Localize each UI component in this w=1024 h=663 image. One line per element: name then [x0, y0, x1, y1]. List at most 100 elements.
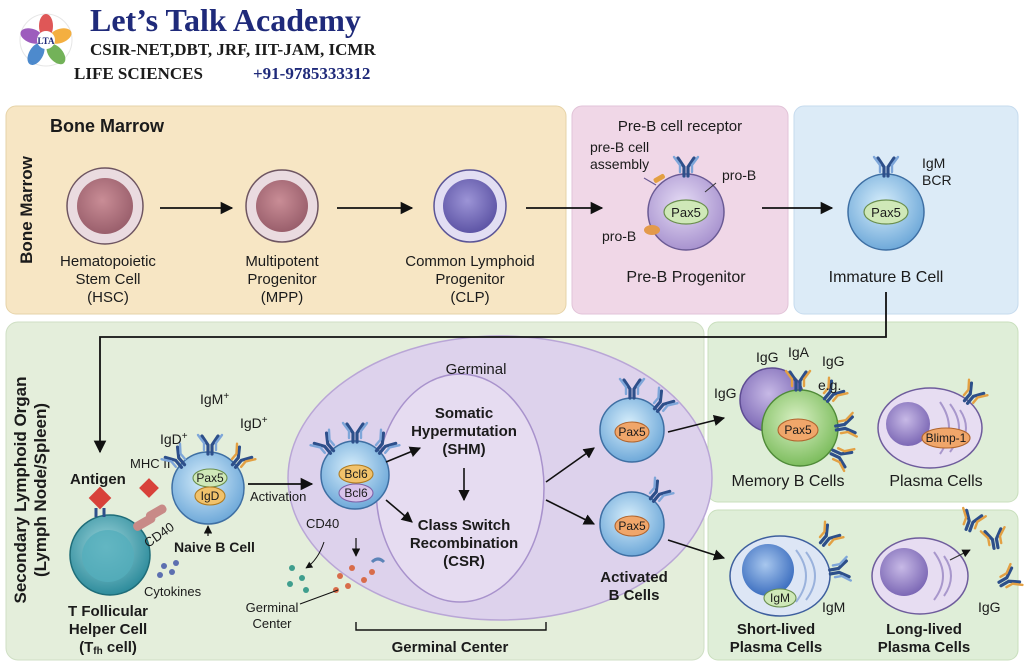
blimp-nucleus — [921, 427, 971, 449]
activated-label-2: B Cells — [609, 587, 660, 604]
header: LTA Let’s Talk Academy CSIR-NET,DBT, JRF… — [19, 2, 376, 83]
mhc-antigen-diamond — [139, 478, 159, 498]
gc-b-cell — [308, 421, 402, 510]
antigen-label: Antigen — [70, 471, 126, 488]
bcl6-a-nucleus — [338, 464, 374, 484]
academy-line3: LIFE SCIENCES — [74, 64, 203, 83]
tfh-cell — [69, 514, 151, 596]
academy-phone: +91-9785333312 — [253, 64, 370, 83]
short-igm-outer: IgM — [822, 599, 845, 615]
naive-igm-plus: IgM+ — [200, 391, 229, 407]
arrow-to-shm — [385, 446, 422, 463]
immature-label: Immature B Cell — [829, 269, 944, 286]
activated-b-cell-a — [599, 377, 680, 463]
gc-center-label-1: Germinal — [246, 600, 299, 615]
naive-pax5-label: Pax5 — [196, 471, 224, 485]
short-label-1: Short-lived — [737, 621, 815, 638]
short-igm-nucleus — [763, 588, 797, 608]
plasma-cell — [877, 378, 990, 469]
plasma-label: Plasma Cells — [889, 473, 982, 490]
gc-center-pointer — [299, 589, 339, 605]
tfh-label-2: Helper Cell — [69, 621, 147, 638]
pre-b-assembly-label-2: assembly — [590, 156, 649, 172]
csr-label-2: Recombination — [410, 535, 518, 552]
secondary-side-label-2: (Lymph Node/Spleen) — [31, 403, 50, 577]
germinal-title: Germinal — [446, 361, 507, 378]
arrow-to-csr — [385, 499, 413, 523]
memory-pax5-label: Pax5 — [784, 423, 812, 437]
pre-b-pax5-label: Pax5 — [671, 205, 701, 220]
hsc-cell — [66, 167, 144, 245]
immature-pax5-nucleus — [863, 199, 909, 225]
activation-label: Activation — [250, 489, 306, 504]
gc-dots-right — [333, 557, 386, 593]
logo-text: LTA — [37, 36, 55, 46]
cd40-contact — [133, 504, 167, 531]
academy-logo: LTA — [19, 13, 73, 67]
pre-b-assembly-label-1: pre-B cell — [590, 139, 649, 155]
short-igm-inner: IgM — [770, 591, 790, 605]
mpp-label-3: (MPP) — [261, 289, 304, 306]
immature-b-cell — [847, 155, 925, 251]
bcl6-a-label: Bcl6 — [344, 467, 368, 481]
pre-b-cell — [643, 155, 725, 251]
memory-b-cells — [739, 367, 859, 473]
clp-cell — [433, 169, 507, 243]
gc-center-label-2: Center — [252, 616, 292, 631]
mpp-cell — [245, 169, 319, 243]
tfh-label-3: (Tfh cell) — [79, 639, 137, 657]
naive-igd-plus-left: IgD+ — [160, 431, 188, 447]
arrow-immature-to-secondary — [93, 292, 887, 454]
blimp-label: Blimp-1 — [926, 431, 967, 445]
csr-label-1: Class Switch — [418, 517, 511, 534]
shm-label-2: Hypermutation — [411, 423, 517, 440]
naive-b-cell — [159, 433, 258, 525]
short-label-2: Plasma Cells — [730, 639, 823, 656]
activated-b-cell-b — [599, 476, 676, 557]
germinal-cd40-label: CD40 — [306, 516, 339, 531]
bcl6-b-label: Bcl6 — [344, 486, 368, 500]
cytokine-dots — [157, 560, 179, 578]
memory-eg: e.g. — [818, 377, 841, 393]
memory-isotype-2: IgA — [788, 344, 810, 360]
bone-marrow-title: Bone Marrow — [50, 116, 165, 136]
clp-label-3: (CLP) — [450, 289, 489, 306]
naive-igd-label: IgD — [201, 489, 220, 503]
pre-b-pax5-nucleus — [663, 199, 709, 225]
csr-label-3: (CSR) — [443, 553, 485, 570]
activated-label-1: Activated — [600, 569, 668, 586]
gc-bracket-label: Germinal Center — [392, 639, 509, 656]
memory-isotype-1: IgG — [756, 349, 779, 365]
bcl6-b-nucleus — [338, 483, 374, 503]
academy-title: Let’s Talk Academy — [90, 2, 361, 38]
hsc-label-3: (HSC) — [87, 289, 129, 306]
mhc-label: MHC II — [130, 456, 170, 471]
naive-b-cell-label: Naive B Cell — [174, 539, 255, 555]
pre-b-receptor-label: Pre-B cell receptor — [618, 118, 742, 135]
activated-a-pax5-nucleus — [614, 421, 650, 443]
activated-b-pax5-label: Pax5 — [618, 519, 646, 533]
immature-bcr-label: BCR — [922, 172, 952, 188]
gc-bracket — [355, 622, 547, 631]
tfh-label-1: T Follicular — [68, 603, 148, 620]
memory-isotype-4: IgG — [714, 385, 737, 401]
cd40-curve — [305, 541, 325, 569]
shm-label-3: (SHM) — [442, 441, 485, 458]
pre-b-label: Pre-B Progenitor — [626, 269, 746, 286]
memory-pax5-nucleus — [777, 418, 819, 442]
cytokines-label: Cytokines — [144, 584, 202, 599]
secondary-side-label: Secondary Lymphoid Organ — [11, 376, 30, 603]
naive-igd-nucleus — [194, 486, 226, 506]
immature-pax5-label: Pax5 — [871, 205, 901, 220]
arrow-to-activated-a — [545, 447, 595, 483]
arrow-to-short-lived — [667, 539, 726, 561]
antigen-diamond — [88, 486, 112, 510]
academy-subtitle: CSIR-NET,DBT, JRF, IIT-JAM, ICMR — [90, 40, 376, 59]
memory-isotype-3: IgG — [822, 353, 845, 369]
long-igg-label: IgG — [978, 599, 1001, 615]
mpp-label-2: Progenitor — [247, 271, 316, 288]
long-lived-plasma-cell — [871, 506, 1024, 615]
short-lived-plasma-cell — [729, 520, 853, 617]
pro-b-bottom-label: pro-B — [602, 228, 636, 244]
